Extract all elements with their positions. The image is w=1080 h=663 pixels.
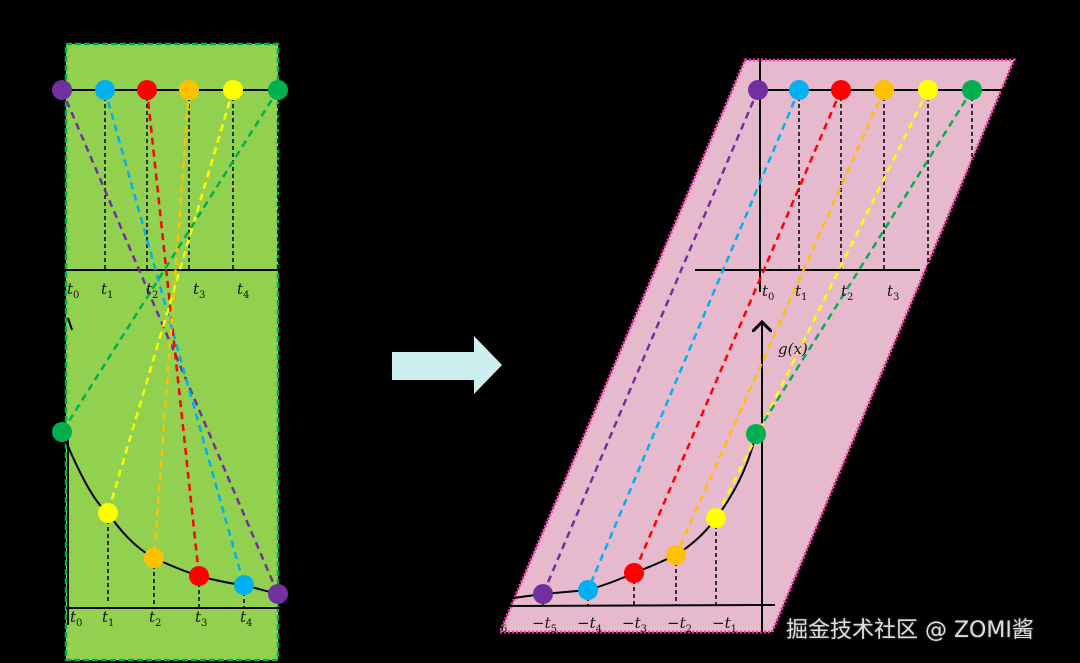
point-blue xyxy=(95,80,115,100)
left-panel: t0 t1 t2 t3 t4 t0 t1 t2 t3 t4 xyxy=(52,42,288,662)
right-panel: t0 t1 t2 t3 g(x) t6 −t5 −t4 −t3 −t2 −t1 xyxy=(495,58,1017,635)
transform-arrow-icon xyxy=(392,336,502,394)
point-green xyxy=(268,80,288,100)
function-label: g(x) xyxy=(778,340,808,358)
watermark: 掘金技术社区 @ ZOMI酱 xyxy=(786,618,1034,643)
point-red xyxy=(137,80,157,100)
point-yellow xyxy=(223,80,243,100)
point-purple xyxy=(52,80,72,100)
point-orange xyxy=(179,80,199,100)
